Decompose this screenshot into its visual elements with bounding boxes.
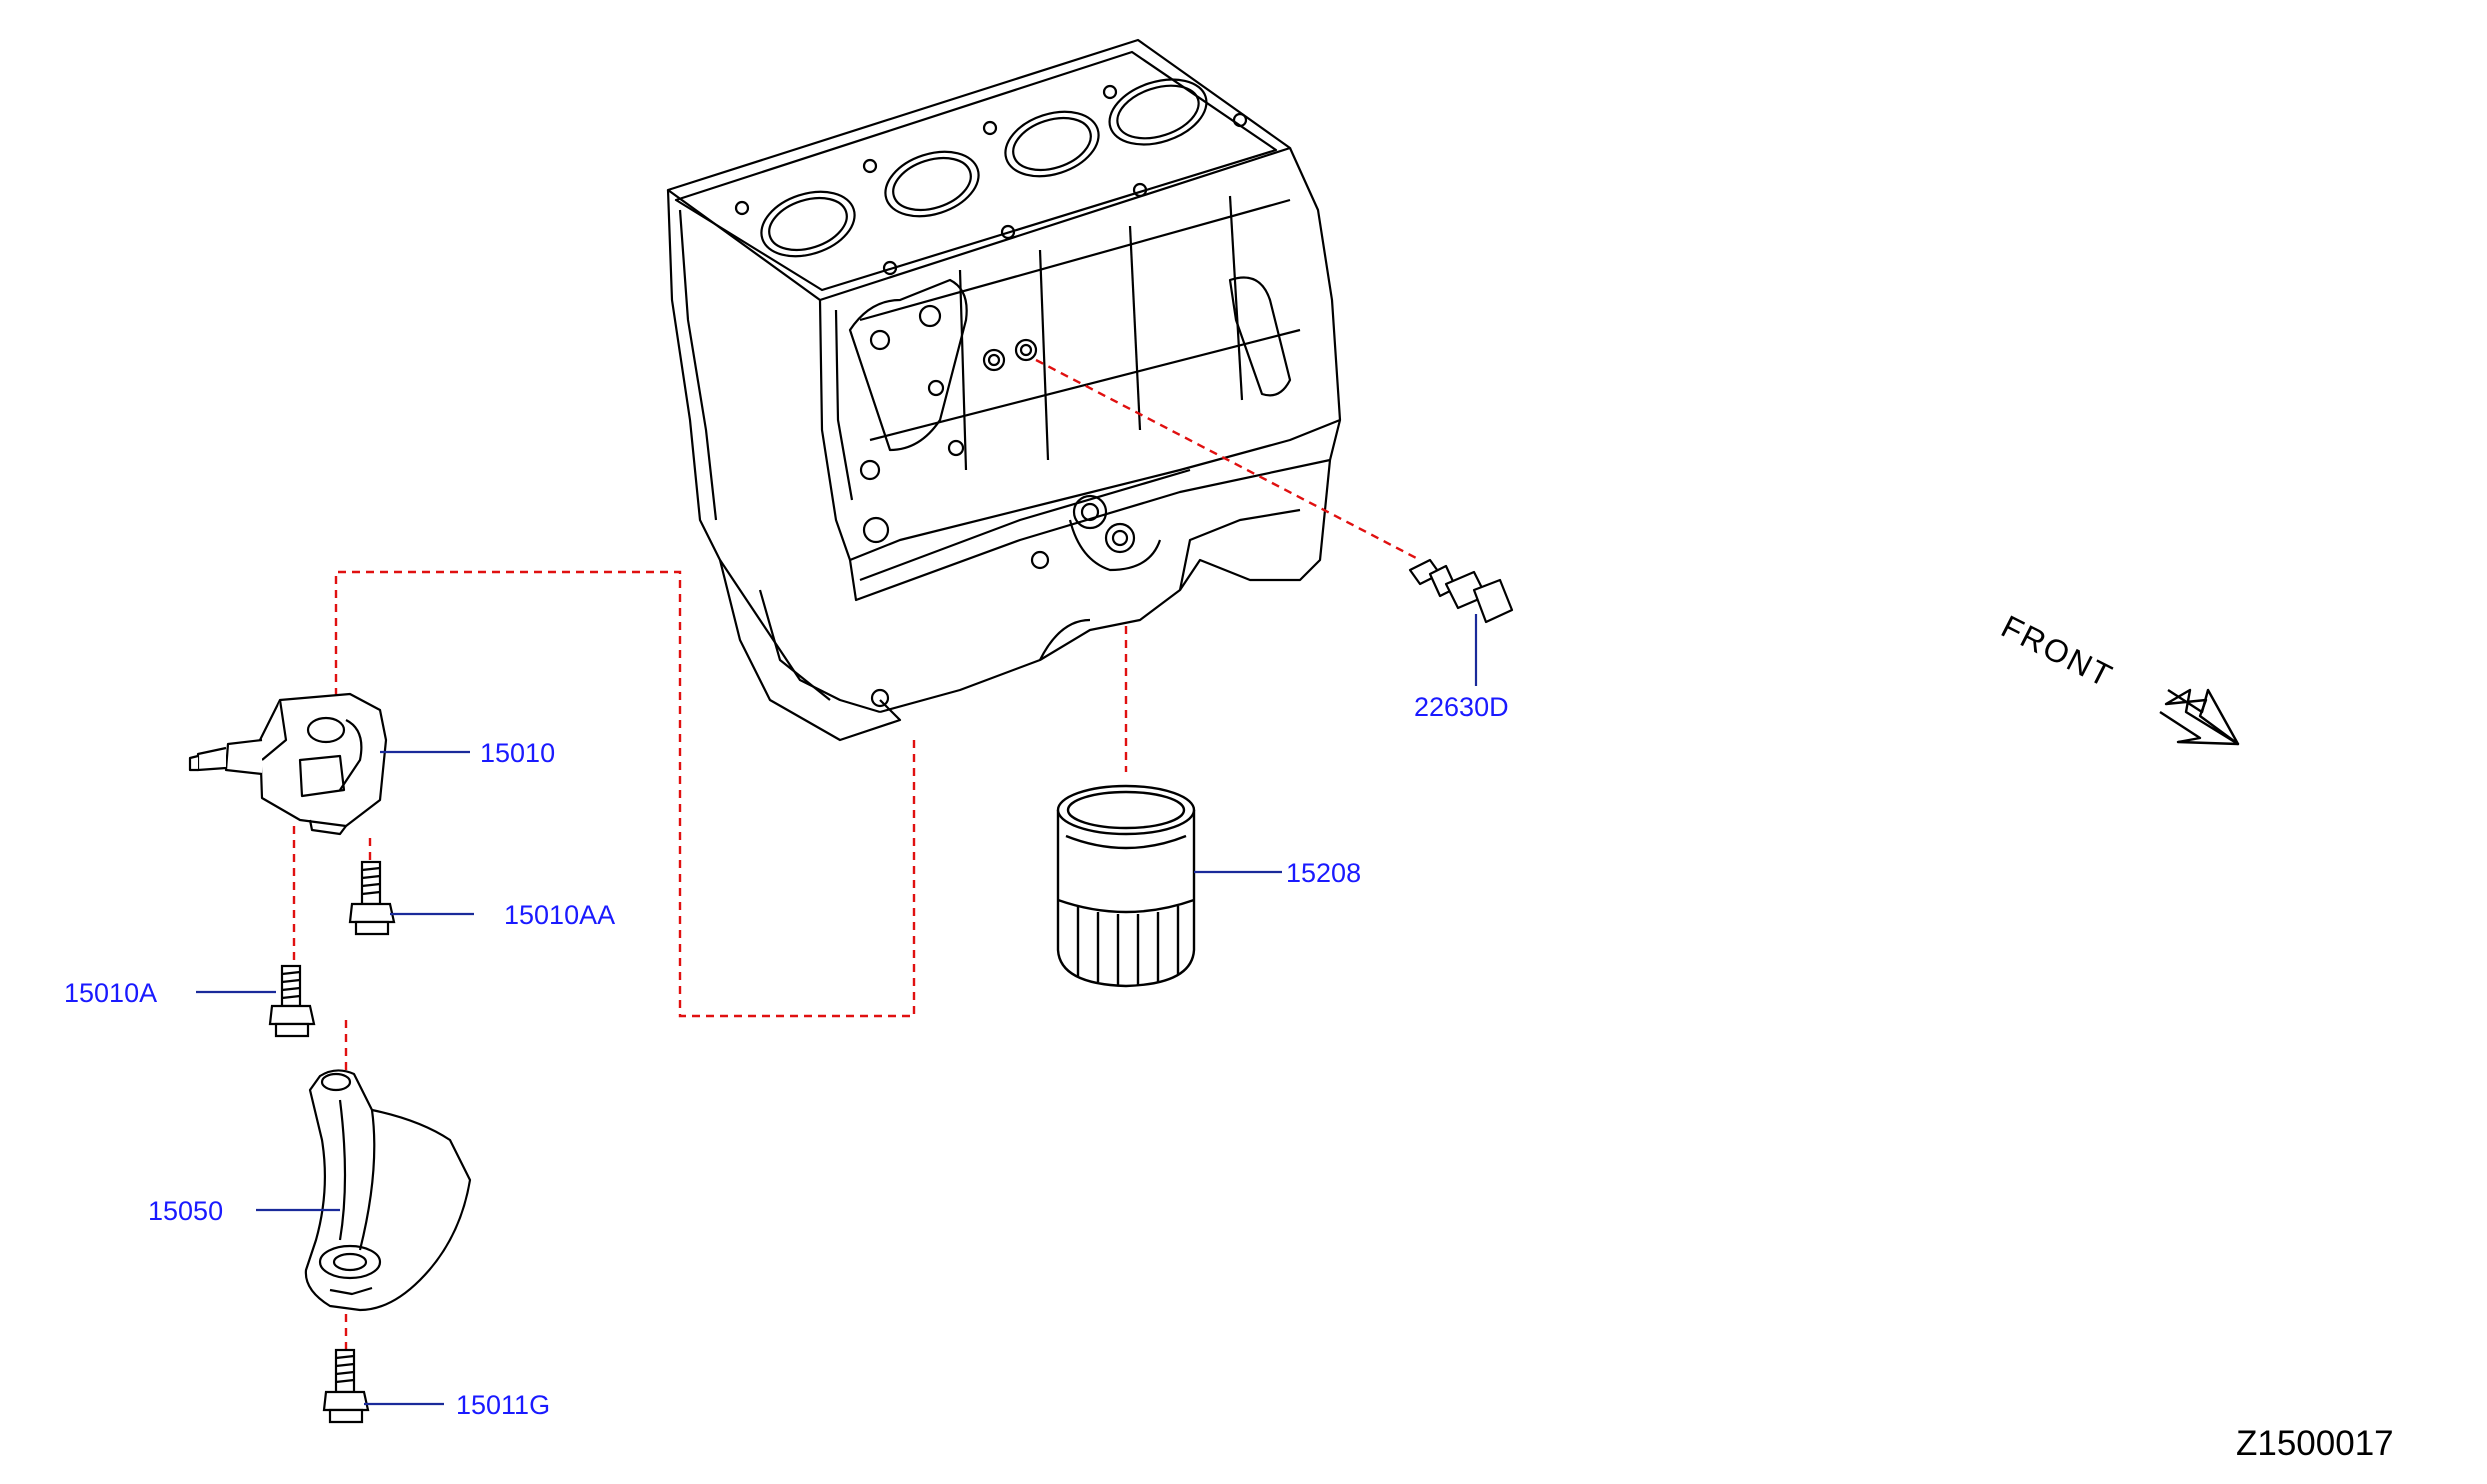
temperature-sensor-icon [1408,558,1514,624]
oil-filter-icon [1056,784,1196,988]
bolt-icon [322,1348,370,1424]
diagram-id: Z1500017 [2236,1424,2394,1463]
front-arrow-icon [2159,688,2240,746]
oil-pump-icon [188,692,388,836]
bolt-icon [348,860,396,936]
engine-block-icon [666,38,1342,742]
callout-temp-sensor[interactable]: 22630D [1414,692,1509,722]
callout-oil-filter[interactable]: 15208 [1286,858,1362,888]
bolt-icon [268,964,316,1038]
callout-pump-bolt-aa[interactable]: 15010AA [504,900,616,930]
oil-strainer-icon [304,1069,472,1312]
callout-strainer-bolt[interactable]: 15011G [456,1390,551,1420]
callout-strainer[interactable]: 15050 [148,1196,224,1226]
callout-oil-pump[interactable]: 15010 [480,738,556,768]
callout-pump-bolt-a[interactable]: 15010A [64,978,158,1008]
callout-leader-lines [196,614,1478,1406]
